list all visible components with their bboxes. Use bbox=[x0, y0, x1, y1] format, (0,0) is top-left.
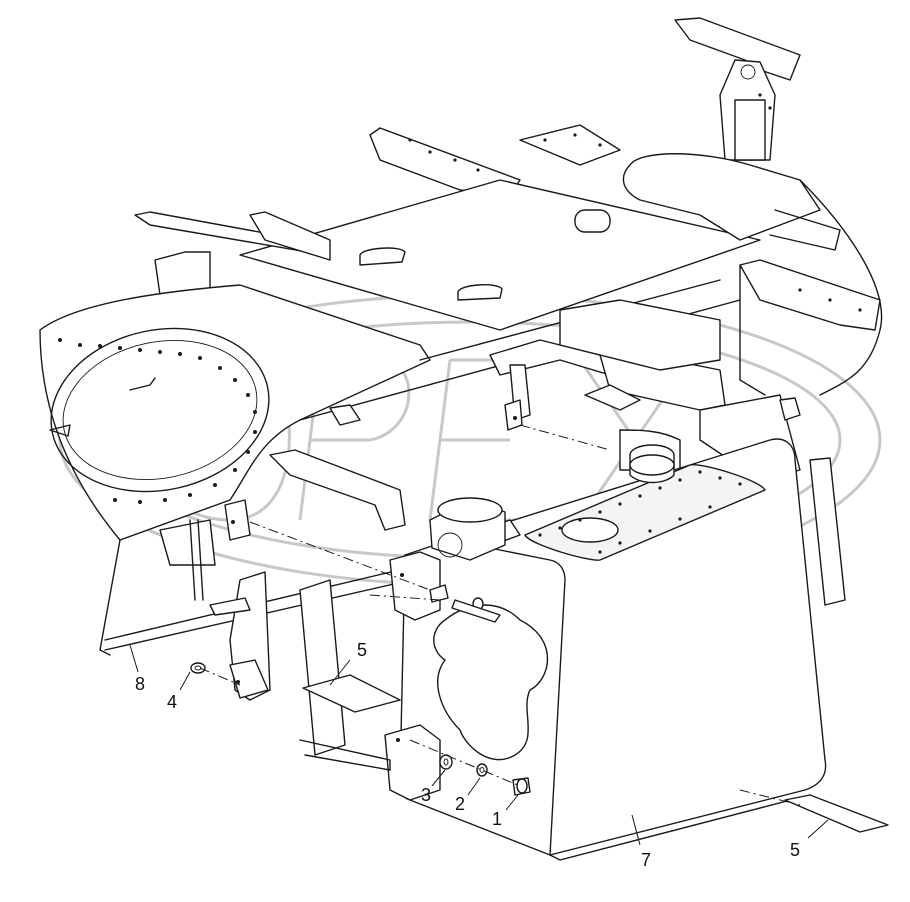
callout-5-left: 5 bbox=[357, 640, 367, 660]
callout-7: 7 bbox=[641, 850, 651, 870]
slewing-ring-bolt-holes bbox=[58, 338, 257, 504]
bolt-1 bbox=[512, 777, 531, 796]
callout-2: 2 bbox=[455, 794, 465, 814]
callout-4: 4 bbox=[167, 692, 177, 712]
callout-labels: 8 4 5 3 2 1 7 5 bbox=[135, 640, 800, 870]
step-plate-5-left bbox=[299, 579, 401, 771]
bracket-left-4 bbox=[209, 571, 271, 701]
upper-frame-assembly bbox=[239, 17, 883, 396]
left-frame-rail bbox=[39, 211, 431, 656]
nut-4 bbox=[190, 662, 206, 674]
assembly-axis-lines bbox=[199, 424, 801, 806]
step-plate-5-right bbox=[784, 794, 889, 833]
frame-bolt-holes bbox=[408, 93, 862, 312]
tank-cover-bolts bbox=[538, 470, 742, 554]
callout-8: 8 bbox=[135, 674, 145, 694]
leader-lines bbox=[129, 644, 829, 846]
hydraulic-tank bbox=[384, 438, 846, 861]
lock-washer-2 bbox=[476, 763, 488, 777]
hardware-fasteners bbox=[190, 584, 531, 796]
centre-cross-members bbox=[224, 279, 801, 541]
callout-1: 1 bbox=[492, 809, 502, 829]
washer-3 bbox=[439, 754, 453, 770]
callout-5-right: 5 bbox=[790, 840, 800, 860]
callout-3: 3 bbox=[421, 785, 431, 805]
